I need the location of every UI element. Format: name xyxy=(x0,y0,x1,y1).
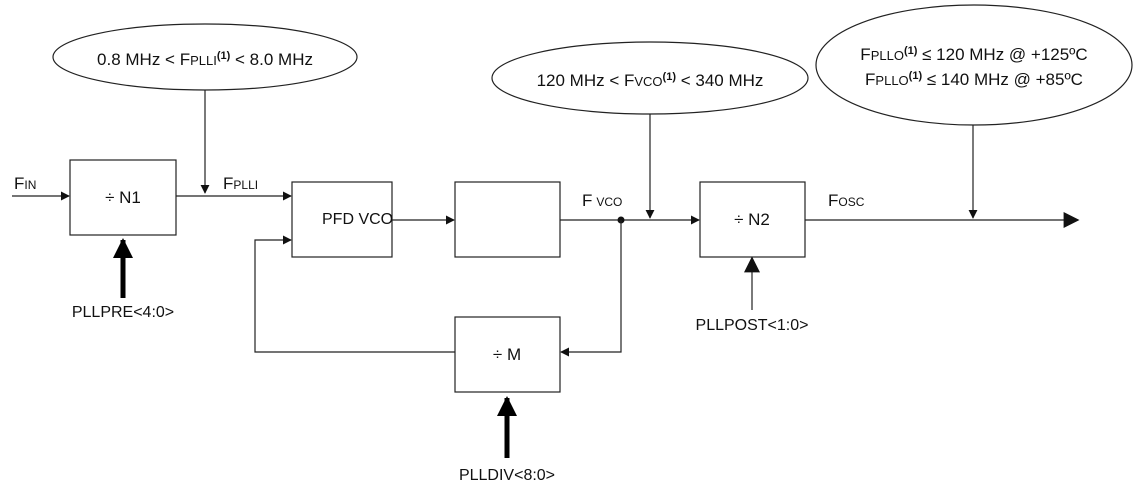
fin-label: FIN xyxy=(14,174,36,193)
n1-divider-label: ÷ N1 xyxy=(105,188,141,207)
fpllo-constraint-line1: FPLLO(1) ≤ 120 MHz @ +125ºC xyxy=(860,45,1087,64)
pfd-vco-label: PFD VCO xyxy=(322,211,393,228)
fpllo-constraint-line2: FPLLO(1) ≤ 140 MHz @ +85ºC xyxy=(865,70,1083,89)
m-to-pfd-feedback-line xyxy=(254,235,455,353)
pllpre-label: PLLPRE<4:0> xyxy=(72,304,174,321)
pllpost-label: PLLPOST<1:0> xyxy=(696,317,809,334)
m-divider-block xyxy=(454,316,561,393)
fvco-constraint-text: 120 MHz < FVCO(1) < 340 MHz xyxy=(537,71,764,90)
n1-divider-block xyxy=(69,159,177,236)
fplli-constraint-text: 0.8 MHz < FPLLI(1) < 8.0 MHz xyxy=(97,50,313,69)
vco-block xyxy=(454,181,561,258)
pfd-block xyxy=(291,181,393,258)
plldiv-label: PLLDIV<8:0> xyxy=(459,467,555,484)
fplli-label: FPLLI xyxy=(223,174,258,193)
vco-to-m-feedback-line xyxy=(560,220,622,357)
m-divider-label: ÷ M xyxy=(493,345,521,364)
fpllo-constraint-ellipse xyxy=(815,4,1133,126)
n2-divider-label: ÷ N2 xyxy=(734,210,770,229)
fosc-label: FOSC xyxy=(828,191,865,210)
